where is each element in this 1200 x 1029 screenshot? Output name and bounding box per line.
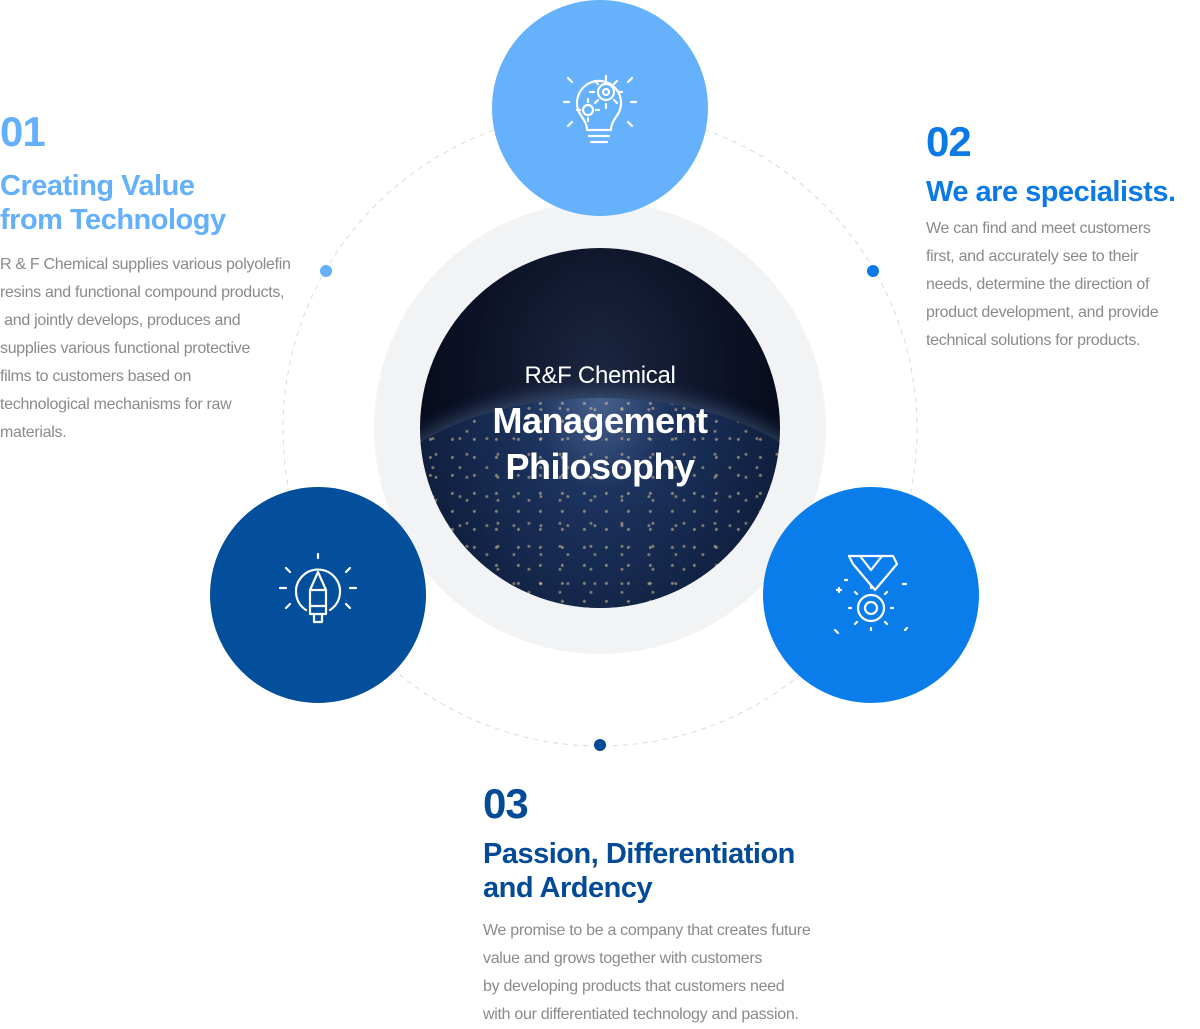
- center-title-line1: Management: [492, 400, 708, 441]
- orbit-dot-01: [320, 265, 332, 277]
- item-title-line1: Passion, Differentiation: [483, 838, 795, 870]
- item-title-line2: from Technology: [0, 204, 226, 236]
- desc-line: first, and accurately see to their: [926, 248, 1139, 265]
- desc-line: We can find and meet customers: [926, 220, 1151, 237]
- desc-line: supplies various functional protective: [0, 340, 251, 357]
- item-description: We can find and meet customers first, an…: [926, 215, 1198, 355]
- lightbulb-pencil-icon: [278, 552, 358, 624]
- item-title: Creating Value from Technology: [0, 169, 320, 237]
- item-title-line2: and Ardency: [483, 872, 653, 904]
- desc-line: materials.: [0, 424, 67, 441]
- desc-line: product development, and provide: [926, 304, 1159, 321]
- desc-line: with our differentiated technology and p…: [483, 1006, 799, 1023]
- philosophy-item-03: 03 Passion, Differentiation and Ardency …: [483, 783, 863, 1029]
- item-title: We are specialists.: [926, 176, 1176, 208]
- item-number: 02: [926, 118, 972, 165]
- desc-line: resins and functional compound products,: [0, 284, 285, 301]
- center-subtitle: R&F Chemical: [524, 362, 676, 389]
- item-number: 03: [483, 780, 529, 827]
- desc-line: technological mechanisms for raw: [0, 396, 232, 413]
- item-description: We promise to be a company that creates …: [483, 917, 863, 1029]
- orbit-dot-03: [594, 739, 606, 751]
- desc-line: films to customers based on: [0, 368, 192, 385]
- desc-line: technical solutions for products.: [926, 332, 1141, 349]
- desc-line: needs, determine the direction of: [926, 276, 1150, 293]
- bubble-right: [763, 487, 979, 703]
- item-number: 01: [0, 108, 46, 155]
- item-title: Passion, Differentiation and Ardency: [483, 837, 863, 905]
- item-description: R & F Chemical supplies various polyolef…: [0, 251, 320, 447]
- bubble-left: [210, 487, 426, 703]
- center-title: Management Philosophy: [420, 398, 780, 490]
- desc-line: We promise to be a company that creates …: [483, 922, 811, 939]
- medal-icon: [833, 554, 909, 635]
- bubble-top: [492, 0, 708, 216]
- item-title-line1: Creating Value: [0, 170, 195, 202]
- desc-line: R & F Chemical supplies various polyolef…: [0, 256, 291, 273]
- desc-line: and jointly develops, produces and: [0, 312, 241, 329]
- lightbulb-gears-icon: [562, 74, 638, 144]
- desc-line: value and grows together with customers: [483, 950, 763, 967]
- center-title-line2: Philosophy: [505, 446, 695, 487]
- orbit-dot-02: [867, 265, 879, 277]
- philosophy-item-01: 01 Creating Value from Technology R & F …: [0, 111, 320, 447]
- philosophy-item-02: 02 We are specialists. We can find and m…: [926, 121, 1198, 355]
- center-circle: R&F Chemical Management Philosophy: [420, 248, 780, 608]
- desc-line: by developing products that customers ne…: [483, 978, 785, 995]
